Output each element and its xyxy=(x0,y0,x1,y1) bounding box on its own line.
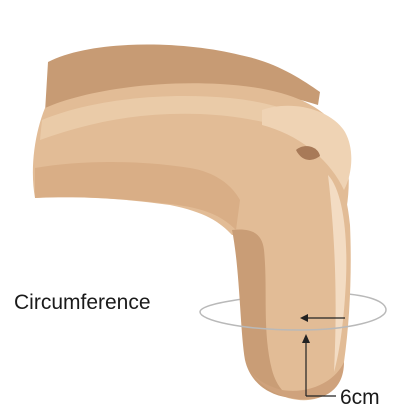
circumference-label: Circumference xyxy=(14,292,151,313)
distance-label: 6cm xyxy=(340,387,380,408)
